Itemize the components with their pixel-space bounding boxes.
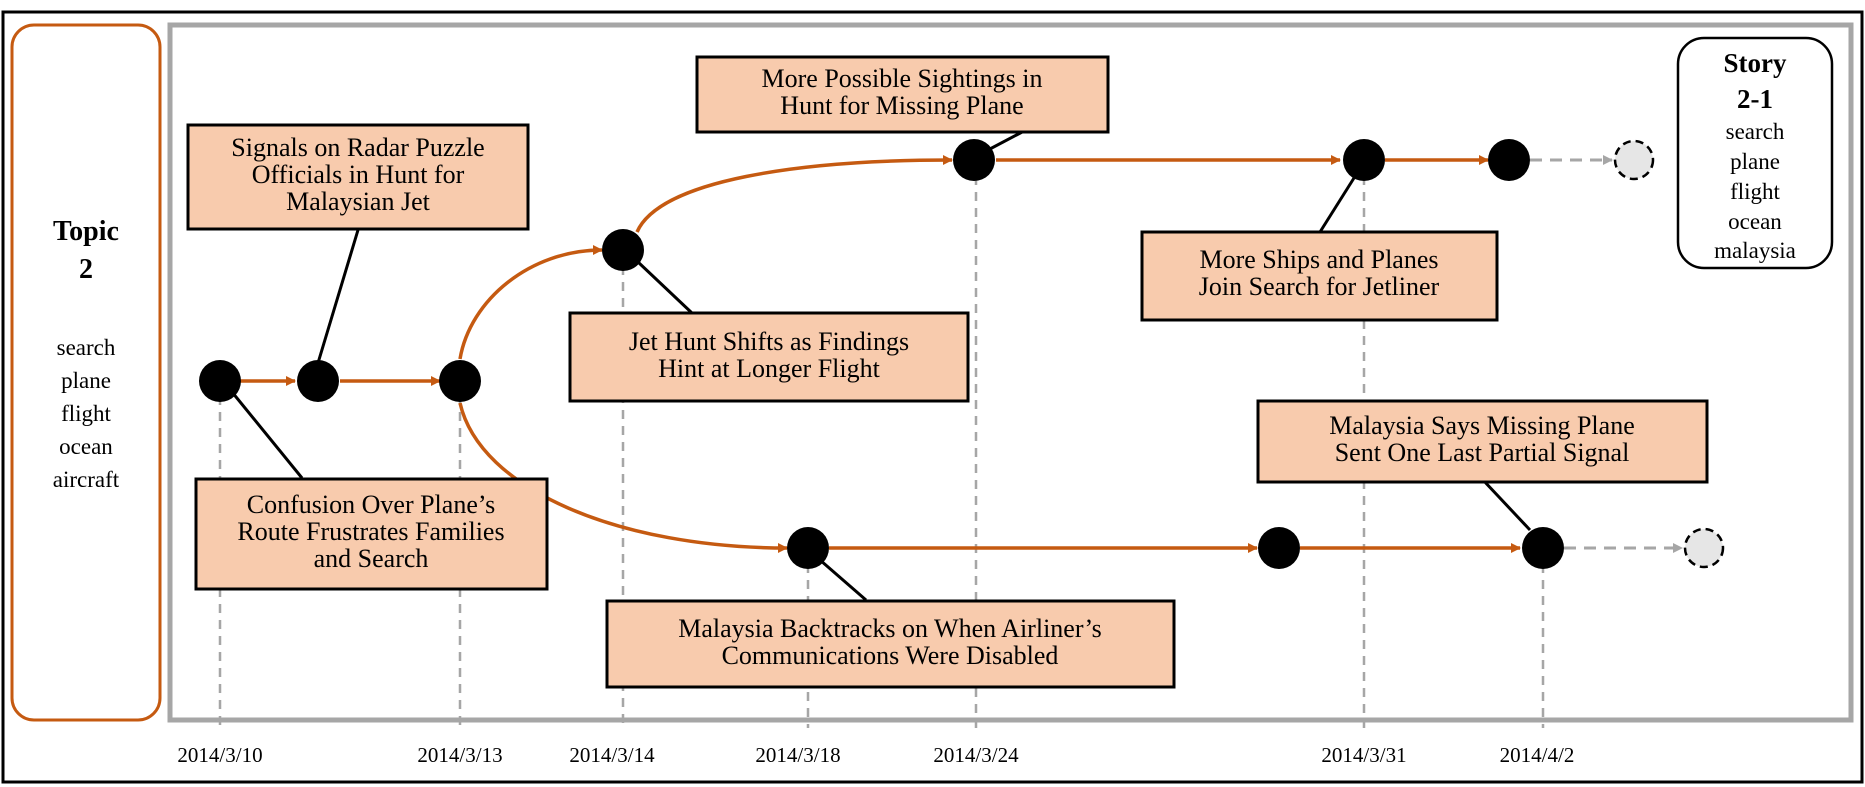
story-title: Story [1724, 48, 1787, 78]
headline-line: Malaysia Backtracks on When Airliner’s [678, 614, 1102, 643]
callout-connector [230, 391, 304, 479]
event-node [787, 527, 829, 569]
topic-panel [10, 23, 162, 722]
headline-line: Malaysia Says Missing Plane [1329, 411, 1635, 440]
callout-connector [1481, 478, 1532, 532]
topic-keyword: search [57, 335, 116, 360]
headline-line: Jet Hunt Shifts as Findings [629, 327, 909, 356]
date-label: 2014/3/18 [755, 743, 840, 767]
headline-line: Malaysian Jet [286, 187, 430, 216]
topic-keyword: flight [61, 401, 111, 426]
future-node [1613, 139, 1655, 181]
topic-keyword: aircraft [53, 467, 120, 492]
event-node [1258, 527, 1300, 569]
topic-number: 2 [79, 254, 93, 285]
headline-line: Hint at Longer Flight [658, 354, 880, 383]
event-node [602, 229, 644, 271]
callout-connector [316, 229, 360, 364]
date-guides [218, 160, 1545, 728]
story-frame [167, 22, 1854, 723]
headline-line: Sent One Last Partial Signal [1335, 438, 1630, 467]
event-node [1488, 139, 1530, 181]
headline-line: More Possible Sightings in [762, 64, 1043, 93]
event-node [297, 360, 339, 402]
headline-line: Join Search for Jetliner [1199, 272, 1440, 301]
headline-box [568, 311, 970, 403]
story-keyword: search [1726, 119, 1785, 144]
headline-box [186, 123, 530, 231]
date-label: 2014/3/31 [1321, 743, 1406, 767]
story-edge [635, 155, 953, 233]
headline-line: Signals on Radar Puzzle [231, 133, 484, 162]
outer-frame [1, 10, 1864, 784]
date-label: 2014/3/24 [933, 743, 1019, 767]
story-keyword: ocean [1728, 209, 1782, 234]
event-node [953, 139, 995, 181]
headline-line: Communications Were Disabled [722, 641, 1059, 670]
topic-keyword: ocean [59, 434, 113, 459]
date-label: 2014/3/14 [569, 743, 655, 767]
event-node [1522, 527, 1564, 569]
topic-keyword: plane [61, 368, 111, 393]
date-label: 2014/4/2 [1500, 743, 1575, 767]
headline-line: Hunt for Missing Plane [780, 91, 1023, 120]
story-number: 2-1 [1737, 84, 1773, 114]
callout-connector [819, 558, 867, 602]
date-label: 2014/3/10 [177, 743, 262, 767]
date-label: 2014/3/13 [417, 743, 502, 767]
future-node [1683, 527, 1725, 569]
event-node [199, 360, 241, 402]
callout-connector [636, 260, 695, 316]
headline-line: More Ships and Planes [1199, 245, 1438, 274]
headline-box [605, 599, 1176, 689]
headline-line: Confusion Over Plane’s [247, 490, 495, 519]
headline-box [1140, 230, 1499, 322]
story-keyword: plane [1730, 149, 1780, 174]
headline-line: Route Frustrates Families [237, 517, 504, 546]
story-edge [458, 402, 788, 553]
topic-title: Topic [53, 216, 119, 247]
story-edge [458, 245, 603, 360]
headline-line: Officials in Hunt for [252, 160, 465, 189]
headline-box [695, 55, 1110, 134]
story-keyword: flight [1730, 179, 1780, 204]
callout-connector [1318, 177, 1356, 233]
event-node [1343, 139, 1385, 181]
headline-box [1256, 399, 1709, 484]
headline-box [194, 477, 549, 591]
headline-line: and Search [314, 544, 429, 573]
story-keyword: malaysia [1714, 238, 1796, 263]
story-box [1676, 36, 1834, 270]
event-node [439, 360, 481, 402]
